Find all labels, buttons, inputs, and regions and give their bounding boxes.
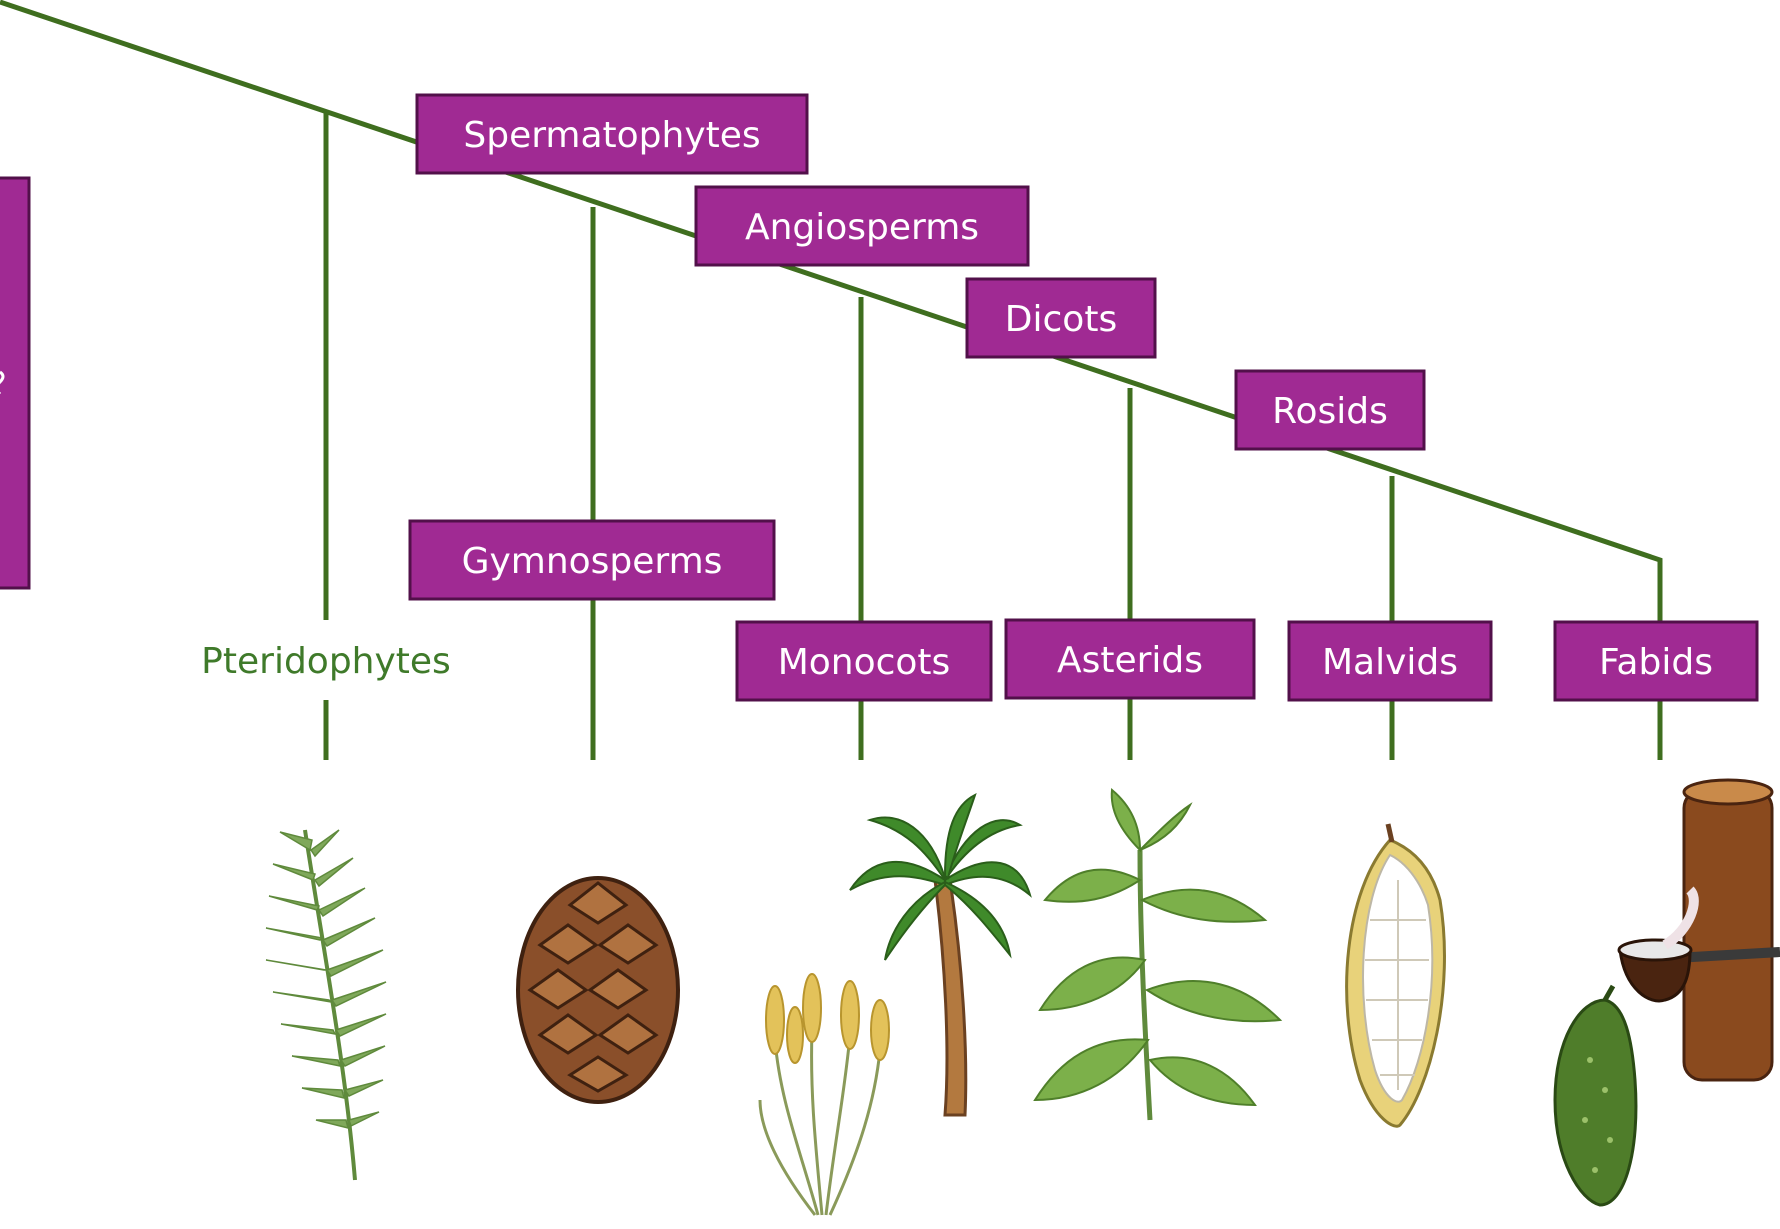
fern-frond-icon: [266, 830, 386, 1180]
label-rosids: Rosids: [1236, 371, 1424, 449]
svg-text:Spermatophytes: Spermatophytes: [463, 115, 760, 156]
svg-text:Asterids: Asterids: [1057, 640, 1203, 681]
leafy-plant-icon: [1035, 790, 1280, 1120]
svg-text:Monocots: Monocots: [778, 642, 951, 683]
cut-off-clade-label: [0, 178, 29, 588]
zucchini-icon: [1555, 986, 1636, 1205]
label-spermatophytes: Spermatophytes: [417, 95, 807, 173]
pine-cone-icon: [518, 878, 678, 1102]
svg-text:Pteridophytes: Pteridophytes: [201, 641, 451, 682]
label-monocots: Monocots: [737, 622, 991, 700]
rubber-tree-icon: [1619, 780, 1780, 1080]
label-asterids: Asterids: [1006, 620, 1254, 698]
label-angiosperms: Angiosperms: [696, 187, 1028, 265]
label-fabids: Fabids: [1555, 622, 1757, 700]
cacao-pod-icon: [1347, 824, 1445, 1126]
svg-text:Malvids: Malvids: [1322, 642, 1458, 683]
label-gymnosperms: Gymnosperms: [410, 521, 774, 599]
label-pteridophytes: Pteridophytes: [201, 641, 451, 682]
svg-text:Gymnosperms: Gymnosperms: [462, 541, 723, 582]
label-dicots: Dicots: [967, 279, 1155, 357]
svg-text:Fabids: Fabids: [1599, 642, 1713, 683]
svg-text:Dicots: Dicots: [1005, 299, 1117, 340]
svg-text:Angiosperms: Angiosperms: [745, 207, 979, 248]
svg-text:Rosids: Rosids: [1272, 391, 1388, 432]
label-malvids: Malvids: [1289, 622, 1491, 700]
wheat-icon: [760, 974, 889, 1215]
